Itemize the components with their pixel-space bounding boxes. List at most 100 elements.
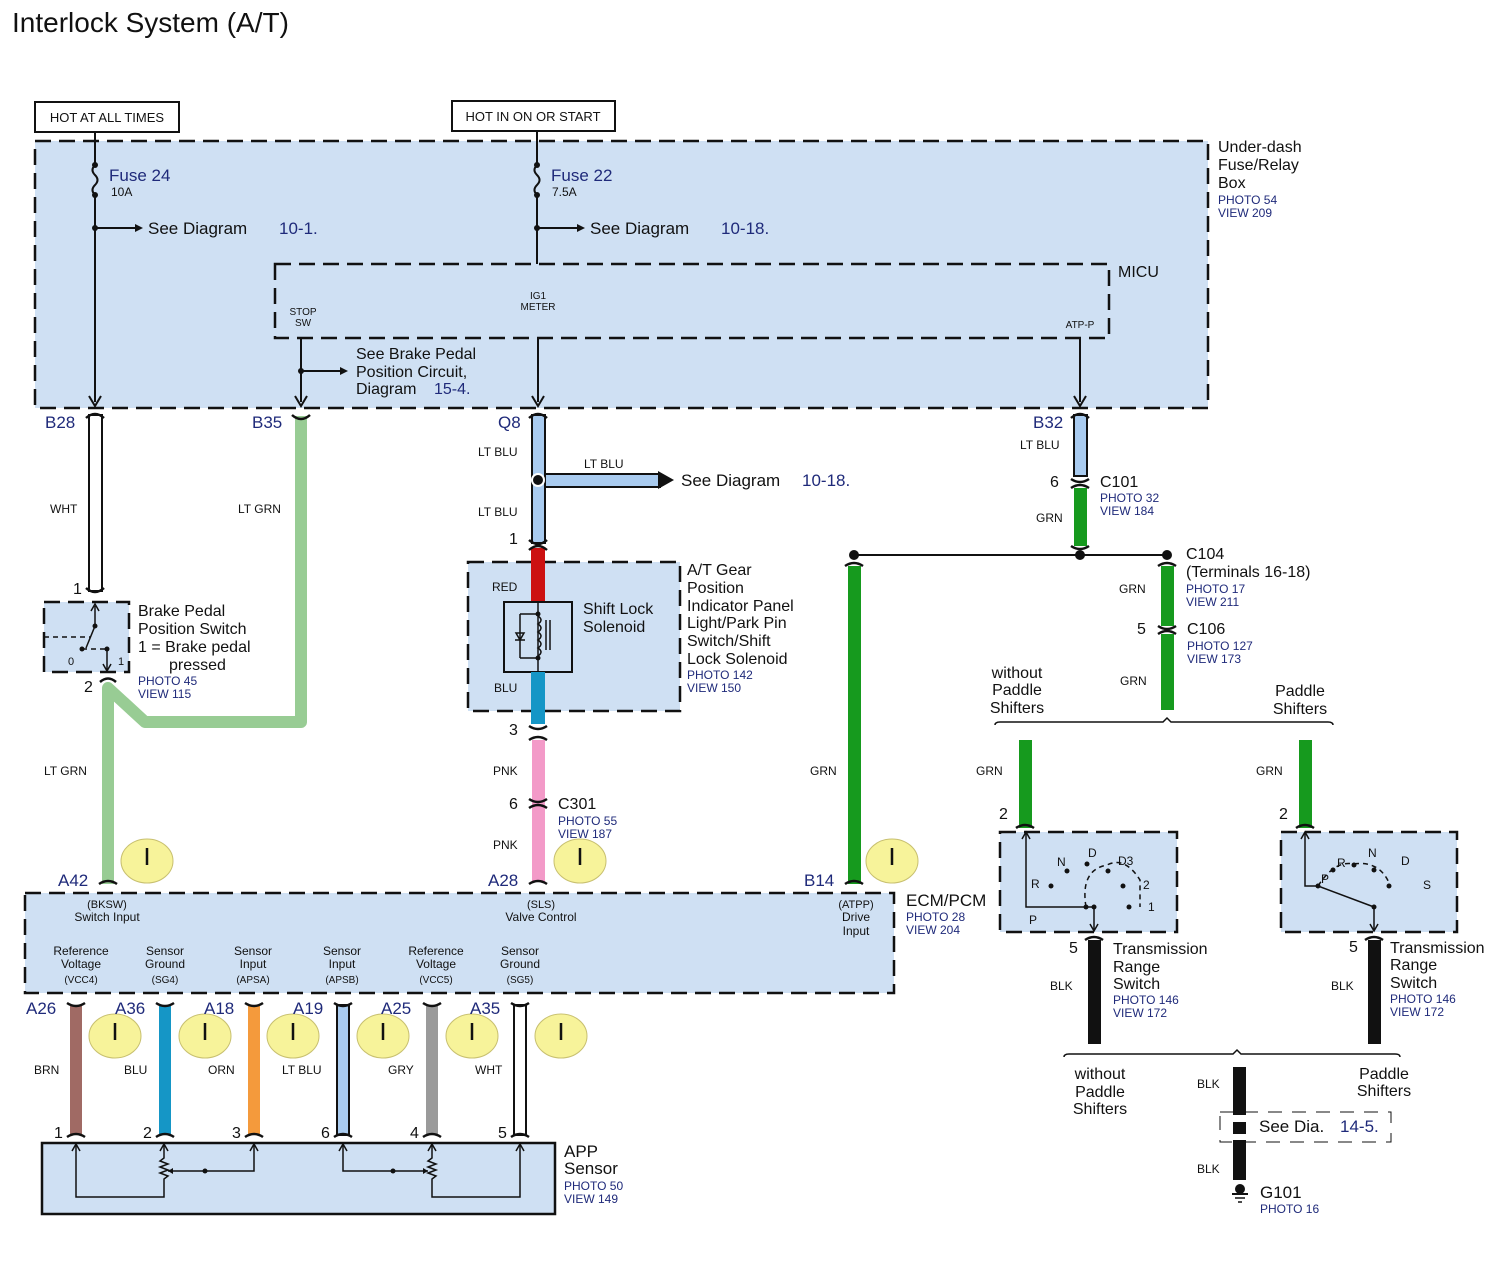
- ecm-view[interactable]: VIEW 204: [906, 923, 960, 937]
- app-sensor-pin: 3: [232, 1125, 241, 1142]
- wire-label-grn: GRN: [1119, 582, 1146, 596]
- terminal-a28: A28: [488, 871, 518, 890]
- c301-pin: 6: [509, 796, 518, 813]
- diagram-10-1-link[interactable]: 10-1.: [279, 219, 318, 238]
- ecm-pcm-box: [23, 891, 896, 995]
- fuse-24-label: Fuse 24: [109, 166, 170, 185]
- arrow-right-icon: [658, 471, 674, 489]
- brake-pin-2: 2: [84, 679, 93, 696]
- app-sensor-pin: 5: [498, 1125, 507, 1142]
- sls-desc: Valve Control: [505, 910, 576, 924]
- wire-grn-b14: [848, 566, 861, 884]
- brake-switch-view[interactable]: VIEW 115: [138, 687, 191, 701]
- panel-name-4: Light/Park Pin: [687, 615, 787, 632]
- wire-label-grn: GRN: [1120, 674, 1147, 688]
- trs-left-view[interactable]: VIEW 172: [1113, 1006, 1167, 1020]
- ecm-photo[interactable]: PHOTO 28: [906, 910, 965, 924]
- terminal-a36: A36: [115, 999, 145, 1018]
- diagram-14-5-link[interactable]: 14-5.: [1340, 1117, 1379, 1136]
- g101-label: G101: [1260, 1183, 1302, 1202]
- panel-view[interactable]: VIEW 150: [687, 681, 741, 695]
- app-sensor-view[interactable]: VIEW 149: [564, 1192, 618, 1206]
- ecm-label: ECM/PCM: [906, 891, 986, 910]
- ecm-pin-label: Voltage: [416, 957, 456, 971]
- trs-right-name-3: Switch: [1390, 975, 1437, 992]
- diagram-15-4-link[interactable]: 15-4.: [434, 381, 470, 398]
- c106-view[interactable]: VIEW 173: [1187, 652, 1241, 666]
- bksw-desc: Switch Input: [74, 910, 140, 924]
- variant-without-3: Shifters: [1073, 1101, 1127, 1118]
- fuse-box-view[interactable]: VIEW 209: [1218, 206, 1272, 220]
- splice-point: [1162, 550, 1172, 560]
- hint-bubble-icon[interactable]: [120, 838, 174, 884]
- trs-right-pos-p: P: [1321, 872, 1329, 886]
- wire-label-blk: BLK: [1331, 979, 1354, 993]
- wire-label-lt-blu: LT BLU: [282, 1063, 322, 1077]
- ecm-pin-label: Sensor: [146, 944, 184, 958]
- hint-bubble-icon[interactable]: [865, 838, 919, 884]
- c104-view[interactable]: VIEW 211: [1186, 595, 1239, 609]
- see-diagram-label: See Diagram: [148, 219, 247, 238]
- panel-photo[interactable]: PHOTO 142: [687, 668, 753, 682]
- c106-label: C106: [1187, 621, 1225, 638]
- hint-bubble-icon[interactable]: [266, 1013, 320, 1059]
- diagram-10-18-link[interactable]: 10-18.: [721, 219, 769, 238]
- wire-lt-blu-branch: [544, 473, 661, 488]
- hint-bubble-icon[interactable]: [553, 838, 607, 884]
- wire-label-orn: ORN: [208, 1063, 235, 1077]
- wire-grn: [1074, 488, 1087, 546]
- fuse-box-name-2: Fuse/Relay: [1218, 157, 1299, 174]
- hint-bubble-icon[interactable]: [356, 1013, 410, 1059]
- hint-bubble-icon[interactable]: [88, 1013, 142, 1059]
- trs-right-pos-n: N: [1368, 846, 1377, 860]
- brake-switch-photo[interactable]: PHOTO 45: [138, 674, 197, 688]
- c101-view[interactable]: VIEW 184: [1100, 504, 1154, 518]
- c101-photo[interactable]: PHOTO 32: [1100, 491, 1159, 505]
- wire-blk-trs-left: [1088, 940, 1101, 1044]
- c301-photo[interactable]: PHOTO 55: [558, 814, 617, 828]
- c106-photo[interactable]: PHOTO 127: [1187, 639, 1253, 653]
- wire-label-red: RED: [492, 580, 518, 594]
- wire-grn-trs-right: [1299, 740, 1312, 828]
- ecm-pin-label: Reference: [408, 944, 464, 958]
- g101-photo[interactable]: PHOTO 16: [1260, 1202, 1319, 1216]
- c104-photo[interactable]: PHOTO 17: [1186, 582, 1245, 596]
- app-sensor-name-1: APP: [564, 1142, 598, 1161]
- trs-left-pin-out: 5: [1069, 940, 1078, 957]
- c301-label: C301: [558, 796, 596, 813]
- hint-bubble-icon[interactable]: [178, 1013, 232, 1059]
- wire-blu: [159, 1005, 171, 1135]
- trs-right-pos-r: R: [1337, 856, 1346, 870]
- c301-view[interactable]: VIEW 187: [558, 827, 612, 841]
- variant-with-2: Shifters: [1357, 1083, 1411, 1100]
- micu-label: MICU: [1118, 264, 1159, 281]
- shift-lock-pin-3: 3: [509, 722, 518, 739]
- trs-right-view[interactable]: VIEW 172: [1390, 1005, 1444, 1019]
- connector-c101: [1070, 477, 1090, 490]
- wire-label-lt-blu: LT BLU: [478, 445, 518, 459]
- hint-bubble-icon[interactable]: [534, 1013, 588, 1059]
- trs-left-photo[interactable]: PHOTO 146: [1113, 993, 1179, 1007]
- c104-sub: (Terminals 16-18): [1186, 564, 1310, 581]
- arrow-right-icon: [340, 367, 348, 375]
- app-sensor-photo[interactable]: PHOTO 50: [564, 1179, 623, 1193]
- panel-name-6: Lock Solenoid: [687, 651, 788, 668]
- see-dia-box: [1219, 1111, 1392, 1143]
- trs-right-pos-s: S: [1423, 878, 1431, 892]
- wire-grn-trs-left: [1019, 740, 1032, 828]
- trs-right-pin-in: 2: [1279, 806, 1288, 823]
- splice-point: [1075, 550, 1085, 560]
- bksw-label: (BKSW): [87, 899, 127, 911]
- wire-label-wht: WHT: [475, 1063, 503, 1077]
- fuse-box-photo[interactable]: PHOTO 54: [1218, 193, 1277, 207]
- ecm-pin-label: Input: [240, 957, 267, 971]
- ecm-pin-label: (VCC5): [419, 975, 452, 986]
- trs-right-photo[interactable]: PHOTO 146: [1390, 992, 1456, 1006]
- ecm-pin-label: Reference: [53, 944, 109, 958]
- panel-name-2: Position: [687, 580, 744, 597]
- atpp-desc-1: Drive: [842, 910, 870, 924]
- diagram-10-18-link[interactable]: 10-18.: [802, 471, 850, 490]
- trs-left-pos-2: 2: [1143, 878, 1150, 892]
- hint-bubble-icon[interactable]: [445, 1013, 499, 1059]
